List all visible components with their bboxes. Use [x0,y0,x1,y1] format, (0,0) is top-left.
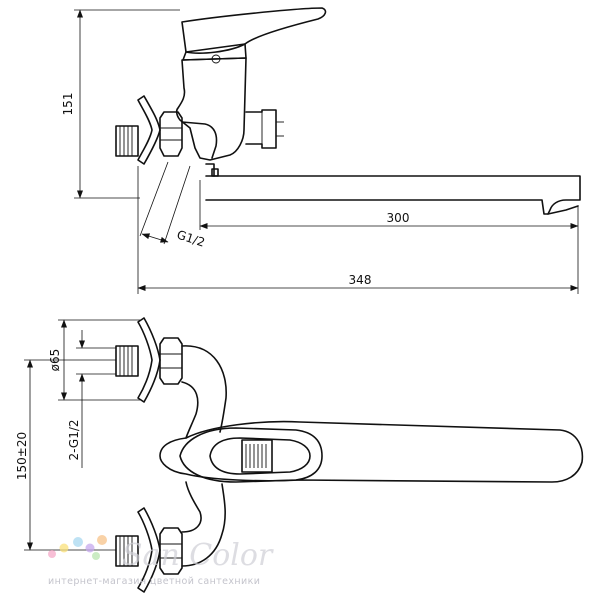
hex-nut [159,111,183,157]
upper-inlet-stub [115,345,139,377]
watermark: San Color интернет-магазин цветной санте… [48,535,274,587]
upper-hex-nut [159,337,183,385]
handle-cap [241,439,273,473]
dim-label-spout: 300 [387,211,410,225]
outlet-connector [245,109,277,149]
lower-flange [137,507,161,593]
watermark-tagline: интернет-магазин цветной сантехники [48,576,260,587]
dim-label-center-distance: 150±20 [15,432,29,480]
inlet-stub [115,125,139,157]
dim-label-height: 151 [61,93,75,116]
watermark-dot [48,550,56,558]
dim-height: 151 [61,9,180,199]
dim-center-distance: 150±20 [15,359,116,551]
plan-spout [159,420,584,483]
dim-thread-inlet: G1/2 [139,161,207,250]
watermark-brand: San Color [122,538,274,573]
watermark-dot [59,543,69,553]
lower-inlet-stub [115,535,139,567]
upper-flange [137,317,161,403]
dim-spout: 300 [199,180,579,232]
dim-label-total: 348 [349,273,372,287]
handle-grip [209,437,311,475]
watermark-dot [92,552,100,560]
mixer-body [175,57,247,161]
handle-lever [181,7,327,54]
lower-hex-nut [159,527,183,575]
watermark-dot [73,537,83,547]
spout [205,175,581,215]
side-view [115,7,581,215]
dim-total: 348 [137,166,579,294]
dim-label-thread-pair: 2-G1/2 [67,419,81,460]
dim-thread-pair: 2-G1/2 [67,330,116,468]
plan-handle [179,427,323,483]
watermark-dots [48,535,107,560]
watermark-dot [85,543,95,553]
dim-label-thread-inlet: G1/2 [175,228,207,250]
watermark-dot [97,535,107,545]
plan-view [115,317,584,593]
body-arms [181,345,227,567]
wall-flange [137,95,161,165]
